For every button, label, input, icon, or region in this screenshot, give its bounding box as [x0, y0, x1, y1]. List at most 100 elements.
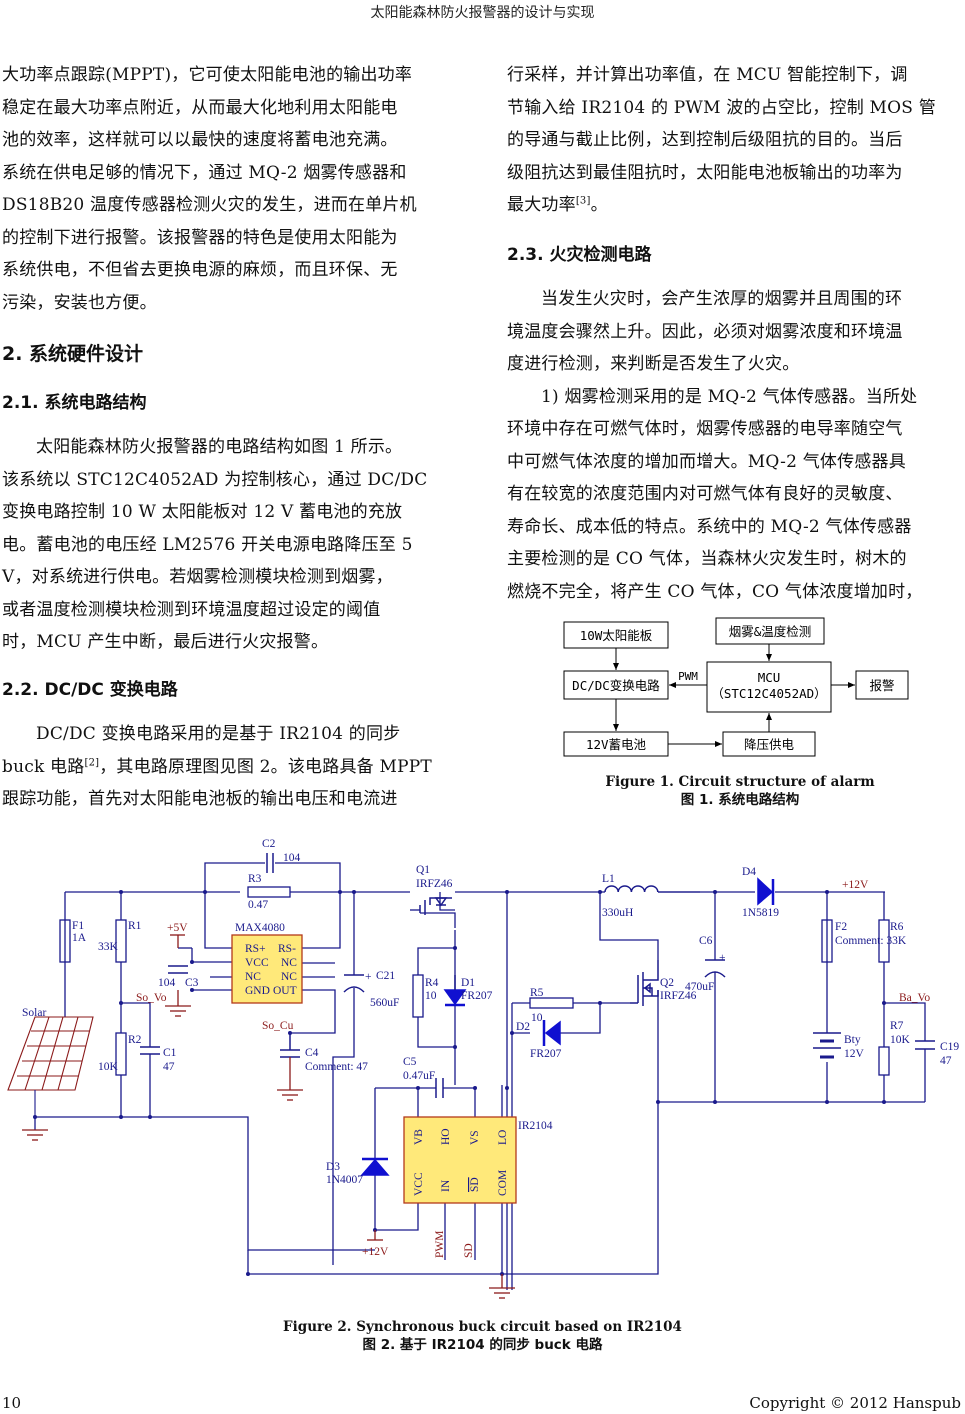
value-r5: 10 — [531, 1012, 543, 1024]
value-r4: 10 — [425, 990, 437, 1002]
diode-d2 — [542, 1020, 561, 1046]
section-2-2-body: DC/DC 变换电路采用的是基于 IR2104 的同步 buck 电路[2]，其… — [2, 718, 460, 816]
paragraph-line: 境温度会骤然上升。因此，必须对烟雾浓度和环境温 — [507, 321, 903, 342]
pwm-label: PWM — [678, 670, 698, 683]
mosfet-q1 — [419, 897, 452, 915]
block-mcu-label: MCU — [758, 670, 781, 685]
paragraph-line: 燃烧不完全，将产生 CO 气体，CO 气体浓度增加时， — [507, 581, 923, 602]
label-c2: C2 — [262, 838, 276, 850]
pin-com: COM — [497, 1170, 509, 1196]
net-plus12v-b: +12V — [362, 1246, 389, 1258]
pin-rs-plus: RS+ — [245, 943, 266, 955]
pin-rs-minus: RS- — [278, 943, 296, 955]
text-run: 最大功率 — [507, 195, 576, 215]
block-alarm-label: 报警 — [869, 678, 894, 693]
block-sensor — [715, 617, 825, 645]
paragraph-line: 中可燃气体浓度的增加而增大。MQ-2 气体传感器具 — [507, 451, 906, 472]
caption-zh: 图 1. 系统电路结构 — [680, 792, 800, 808]
caption-zh: 图 2. 基于 IR2104 的同步 buck 电路 — [362, 1337, 603, 1353]
paragraph-line: 环境中存在可燃气体时，烟雾传感器的电导率随空气 — [507, 419, 903, 439]
ic-max4080 — [231, 934, 303, 1004]
label-l1: L1 — [602, 873, 615, 885]
label-max4080: MAX4080 — [235, 922, 285, 934]
copyright-notice: Copyright © 2012 Hanspub — [749, 1394, 961, 1412]
ground-icon — [22, 1129, 48, 1141]
label-c19: C19 — [940, 1041, 959, 1053]
left-column-intro: 大功率点跟踪(MPPT)，它可使太阳能电池的输出功率 稳定在最大功率点附近，从而… — [2, 59, 460, 319]
label-d2: D2 — [516, 1021, 530, 1033]
paragraph-line: 系统在供电足够的情况下，通过 MQ-2 烟雾传感器和 — [2, 162, 407, 183]
section-heading-2-3: 2.3. 火灾检测电路 — [507, 245, 652, 265]
label-d3: D3 — [326, 1161, 340, 1173]
value-d3: 1N4007 — [326, 1174, 363, 1186]
paragraph-line: 系统供电，不但省去更换电源的麻烦，而且环保、无 — [2, 260, 398, 280]
block-sensor-label: 烟雾&温度检测 — [729, 624, 812, 639]
running-header: 太阳能森林防火报警器的设计与实现 — [370, 5, 595, 21]
citation-ref[interactable]: [3] — [575, 195, 591, 207]
paragraph-line: DC/DC 变换电路采用的是基于 IR2104 的同步 — [36, 724, 401, 744]
inductor-l1 — [604, 885, 659, 893]
paragraph-line: 太阳能森林防火报警器的电路结构如图 1 所示。 — [36, 437, 403, 457]
value-d4: 1N5819 — [742, 907, 779, 919]
section-heading-2-1: 2.1. 系统电路结构 — [2, 393, 147, 413]
block-buck-label: 降压供电 — [744, 737, 795, 752]
net-pwm: PWM — [434, 1231, 446, 1258]
section-heading-2-2: 2.2. DC/DC 变换电路 — [2, 680, 178, 700]
net-plus5v: +5V — [167, 922, 188, 934]
value-q2: IRFZ46 — [660, 990, 697, 1002]
paragraph-line: 当发生火灾时，会产生浓厚的烟雾并且周围的环 — [541, 289, 903, 309]
label-q2: Q2 — [660, 977, 674, 989]
label-d4: D4 — [742, 866, 756, 878]
value-c19: 47 — [940, 1055, 952, 1067]
value-r2: 10K — [98, 1061, 119, 1073]
solar-panel-icon — [7, 1016, 94, 1117]
text-run: buck 电路 — [2, 756, 85, 777]
block-mcu — [706, 661, 832, 713]
value-r7: 10K — [890, 1034, 911, 1046]
text-run: 。 — [590, 195, 608, 215]
label-c3: C3 — [185, 977, 199, 989]
mosfet-q2 — [630, 960, 659, 1006]
pin-vb: VB — [413, 1129, 425, 1145]
caption-en: Figure 2. Synchronous buck circuit based… — [283, 1319, 682, 1335]
value-r1: 33K — [98, 941, 119, 953]
polarity-plus: + — [365, 971, 372, 983]
label-f1: F1 — [72, 920, 84, 932]
pin-lo: LO — [497, 1130, 509, 1145]
paragraph-line: V，对系统进行供电。若烟雾检测模块检测到烟雾， — [2, 567, 393, 587]
value-c1: 47 — [163, 1061, 175, 1073]
value-c5: 0.47uF — [403, 1070, 435, 1082]
paragraph-line: 的导通与截止比例，达到控制后级阻抗的目的。当后 — [507, 130, 903, 150]
ground-icon — [489, 1274, 515, 1299]
block-alarm — [855, 670, 909, 700]
label-r4: R4 — [425, 977, 439, 989]
net-so-vo: So_Vo — [136, 992, 167, 1004]
paragraph-line: 度进行检测，来判断是否发生了火灾。 — [507, 354, 800, 374]
pin-vcc: VCC — [413, 1172, 425, 1196]
caption-en: Figure 1. Circuit structure of alarm — [605, 774, 875, 790]
pin-sd: SD — [469, 1177, 481, 1192]
paragraph-line: 时，MCU 产生中断，最后进行火灾报警。 — [2, 632, 329, 652]
label-c21: C21 — [376, 970, 395, 982]
paragraph-line: 跟踪功能，首先对太阳能电池板的输出电压和电流进 — [2, 789, 398, 809]
junctions — [33, 890, 886, 1276]
paragraph-line: 该系统以 STC12C4052AD 为控制核心，通过 DC/DC — [2, 469, 428, 490]
net-sd: SD — [463, 1243, 475, 1258]
figure-1-block-diagram: 10W太阳能板 烟雾&温度检测 DC/DC变换电路 MCU （STC12C405… — [563, 617, 909, 757]
resistor-r3 — [247, 886, 291, 898]
figure-2-caption: Figure 2. Synchronous buck circuit based… — [250, 1318, 715, 1354]
paragraph-line: 主要检测的是 CO 气体，当森林火灾发生时，树木的 — [507, 549, 907, 569]
paragraph-line: 的控制下进行报警。该报警器的特色是使用太阳能为 — [2, 227, 398, 248]
paragraph-line: 稳定在最大功率点附近，从而最大化地利用太阳能电 — [2, 97, 398, 118]
paragraph-line: 污染，安装也方便。 — [2, 292, 157, 313]
section-heading-2: 2. 系统硬件设计 — [2, 343, 144, 365]
right-column-cont: 行采样，并计算出功率值，在 MCU 智能控制下，调 节输入给 IR2104 的 … — [507, 59, 965, 222]
value-c6: 470uF — [685, 981, 714, 993]
citation-ref[interactable]: [2] — [84, 756, 100, 768]
value-c3: 104 — [158, 977, 176, 989]
label-r7: R7 — [890, 1020, 904, 1032]
paragraph-line: 节输入给 IR2104 的 PWM 波的占空比，控制 MOS 管 — [507, 97, 936, 118]
paragraph-line: 级阻抗达到最佳阻抗时，太阳能电池板输出的功率为 — [507, 162, 903, 183]
block-battery-label: 12V蓄电池 — [586, 737, 647, 752]
section-2-1-body: 太阳能森林防火报警器的电路结构如图 1 所示。 该系统以 STC12C4052A… — [2, 431, 460, 659]
